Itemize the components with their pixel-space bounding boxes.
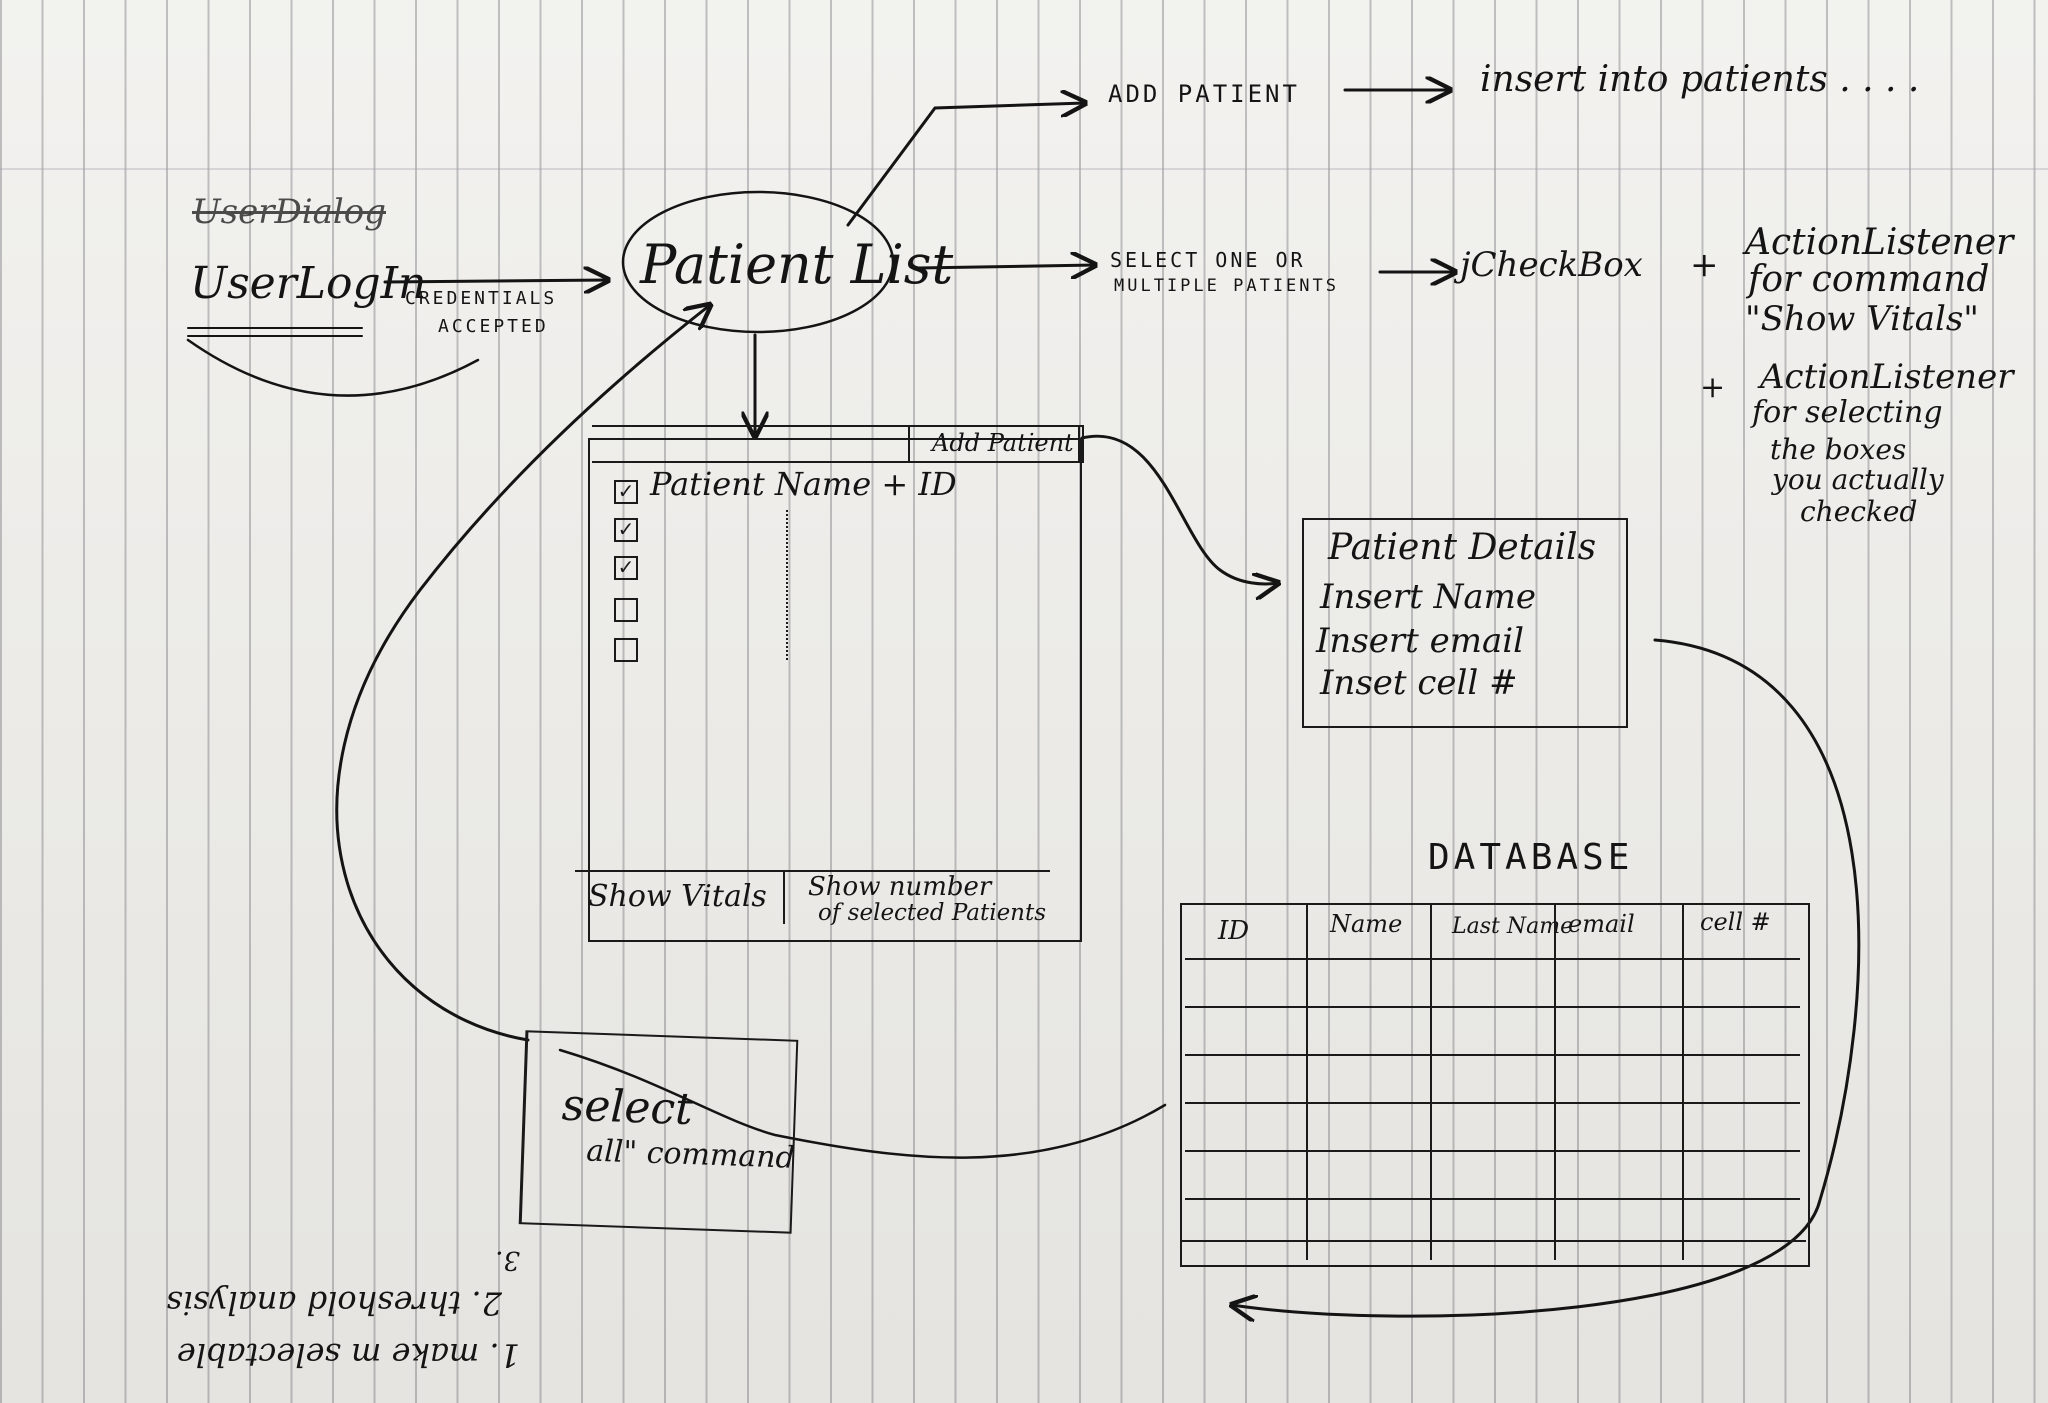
patient-list-label: Patient List [640, 233, 954, 296]
select-all-loop [335, 305, 710, 1042]
patient-details-field: Insert Name [1320, 577, 1537, 617]
db-column-header: email [1568, 910, 1635, 938]
accepted-label: ACCEPTED [438, 316, 549, 337]
patient-window-sketch [588, 438, 1082, 942]
db-column-line [1306, 905, 1308, 1260]
insert-into-label: insert into patients . . . . [1480, 59, 1920, 100]
details-to-database-curve [1232, 638, 1861, 1316]
listener-2-line: you actually [1772, 463, 1944, 496]
db-footer-line [1180, 1240, 1806, 1242]
patient-details-box: Patient Details Insert Name Insert email… [1302, 518, 1628, 728]
patient-list-oval [621, 190, 895, 334]
show-number-button[interactable]: Show number of selected Patients [786, 872, 1056, 934]
db-column-line [1430, 905, 1432, 1260]
user-login-label: UserLogIn [190, 258, 427, 309]
select-all-line: select [560, 1079, 694, 1136]
margin-line [0, 168, 2048, 170]
button-separator [783, 872, 785, 924]
upside-down-notes: 1. make m selectable 2. threshold analys… [150, 1205, 530, 1385]
listener-2-line: ActionListener [1760, 357, 2014, 397]
select-one-label: SELECT ONE OR [1110, 248, 1306, 272]
db-row-line [1185, 1102, 1800, 1104]
patient-details-title: Patient Details [1328, 527, 1597, 568]
patient-checkbox[interactable]: ✓ [614, 480, 638, 504]
patient-details-field: Insert email [1316, 621, 1525, 661]
credentials-label: CREDENTIALS [405, 288, 558, 309]
plus-sign: + [1690, 245, 1719, 285]
upside-down-note-line: 1. make m selectable [176, 1336, 520, 1374]
patient-checkbox[interactable] [614, 598, 638, 622]
window-title-bar [592, 425, 1084, 463]
plus-sign: + [1700, 370, 1726, 405]
db-column-line [1682, 905, 1684, 1260]
db-row-line [1185, 1006, 1800, 1008]
listener-1-line: for command [1748, 259, 1990, 300]
credentials-arrow [383, 280, 608, 282]
column-divider [786, 510, 788, 660]
patient-checkbox[interactable] [614, 638, 638, 662]
upside-down-note-line: 3. [495, 1245, 520, 1275]
add-patient-button-label: Add Patient [932, 429, 1074, 457]
listener-2-line: the boxes [1770, 433, 1907, 466]
add-patient-arrow [846, 103, 1085, 227]
list-header: Patient Name + ID [650, 465, 957, 503]
patient-checkbox[interactable]: ✓ [614, 518, 638, 542]
database-title: DATABASE [1428, 837, 1634, 878]
multiple-patients-label: MULTIPLE PATIENTS [1114, 276, 1339, 296]
select-all-note: select all" command [518, 1030, 799, 1234]
db-row-line [1185, 1054, 1800, 1056]
database-to-note-curve [558, 1048, 1167, 1159]
add-patient-button[interactable]: Add Patient [908, 425, 1080, 463]
db-column-line [1554, 905, 1556, 1260]
database-header-row [1185, 908, 1800, 960]
details-arrow [1080, 434, 1278, 584]
show-number-label: Show number [808, 872, 992, 902]
jcheckbox-label: jCheckBox [1460, 245, 1643, 285]
button-bar-divider [575, 870, 1050, 872]
db-column-header: cell # [1700, 908, 1771, 936]
login-underline [187, 327, 363, 337]
listener-1-line: "Show Vitals" [1745, 299, 1979, 339]
db-column-header: Last Name [1452, 914, 1574, 939]
database-frame [1180, 903, 1810, 1267]
listener-2-line: checked [1800, 495, 1918, 528]
select-arrow [916, 265, 1095, 268]
upside-down-note-line: 2. threshold analysis [166, 1284, 502, 1322]
db-column-header: ID [1218, 916, 1250, 946]
listener-1-line: ActionListener [1745, 222, 2014, 263]
show-vitals-button[interactable]: Show Vitals [576, 872, 782, 922]
show-vitals-label: Show Vitals [588, 879, 767, 914]
db-row-line [1185, 1198, 1800, 1200]
select-all-line: all" command [585, 1133, 796, 1176]
db-row-line [1185, 1150, 1800, 1152]
patient-details-field: Inset cell # [1320, 663, 1518, 703]
add-patient-label: ADD PATIENT [1108, 80, 1300, 108]
login-loop [186, 338, 480, 397]
listener-2-line: for selecting [1752, 395, 1943, 430]
patient-checkbox[interactable]: ✓ [614, 556, 638, 580]
show-number-label: of selected Patients [818, 900, 1047, 926]
db-column-header: Name [1330, 910, 1403, 938]
scribbled-label: UserDialog [192, 192, 386, 232]
